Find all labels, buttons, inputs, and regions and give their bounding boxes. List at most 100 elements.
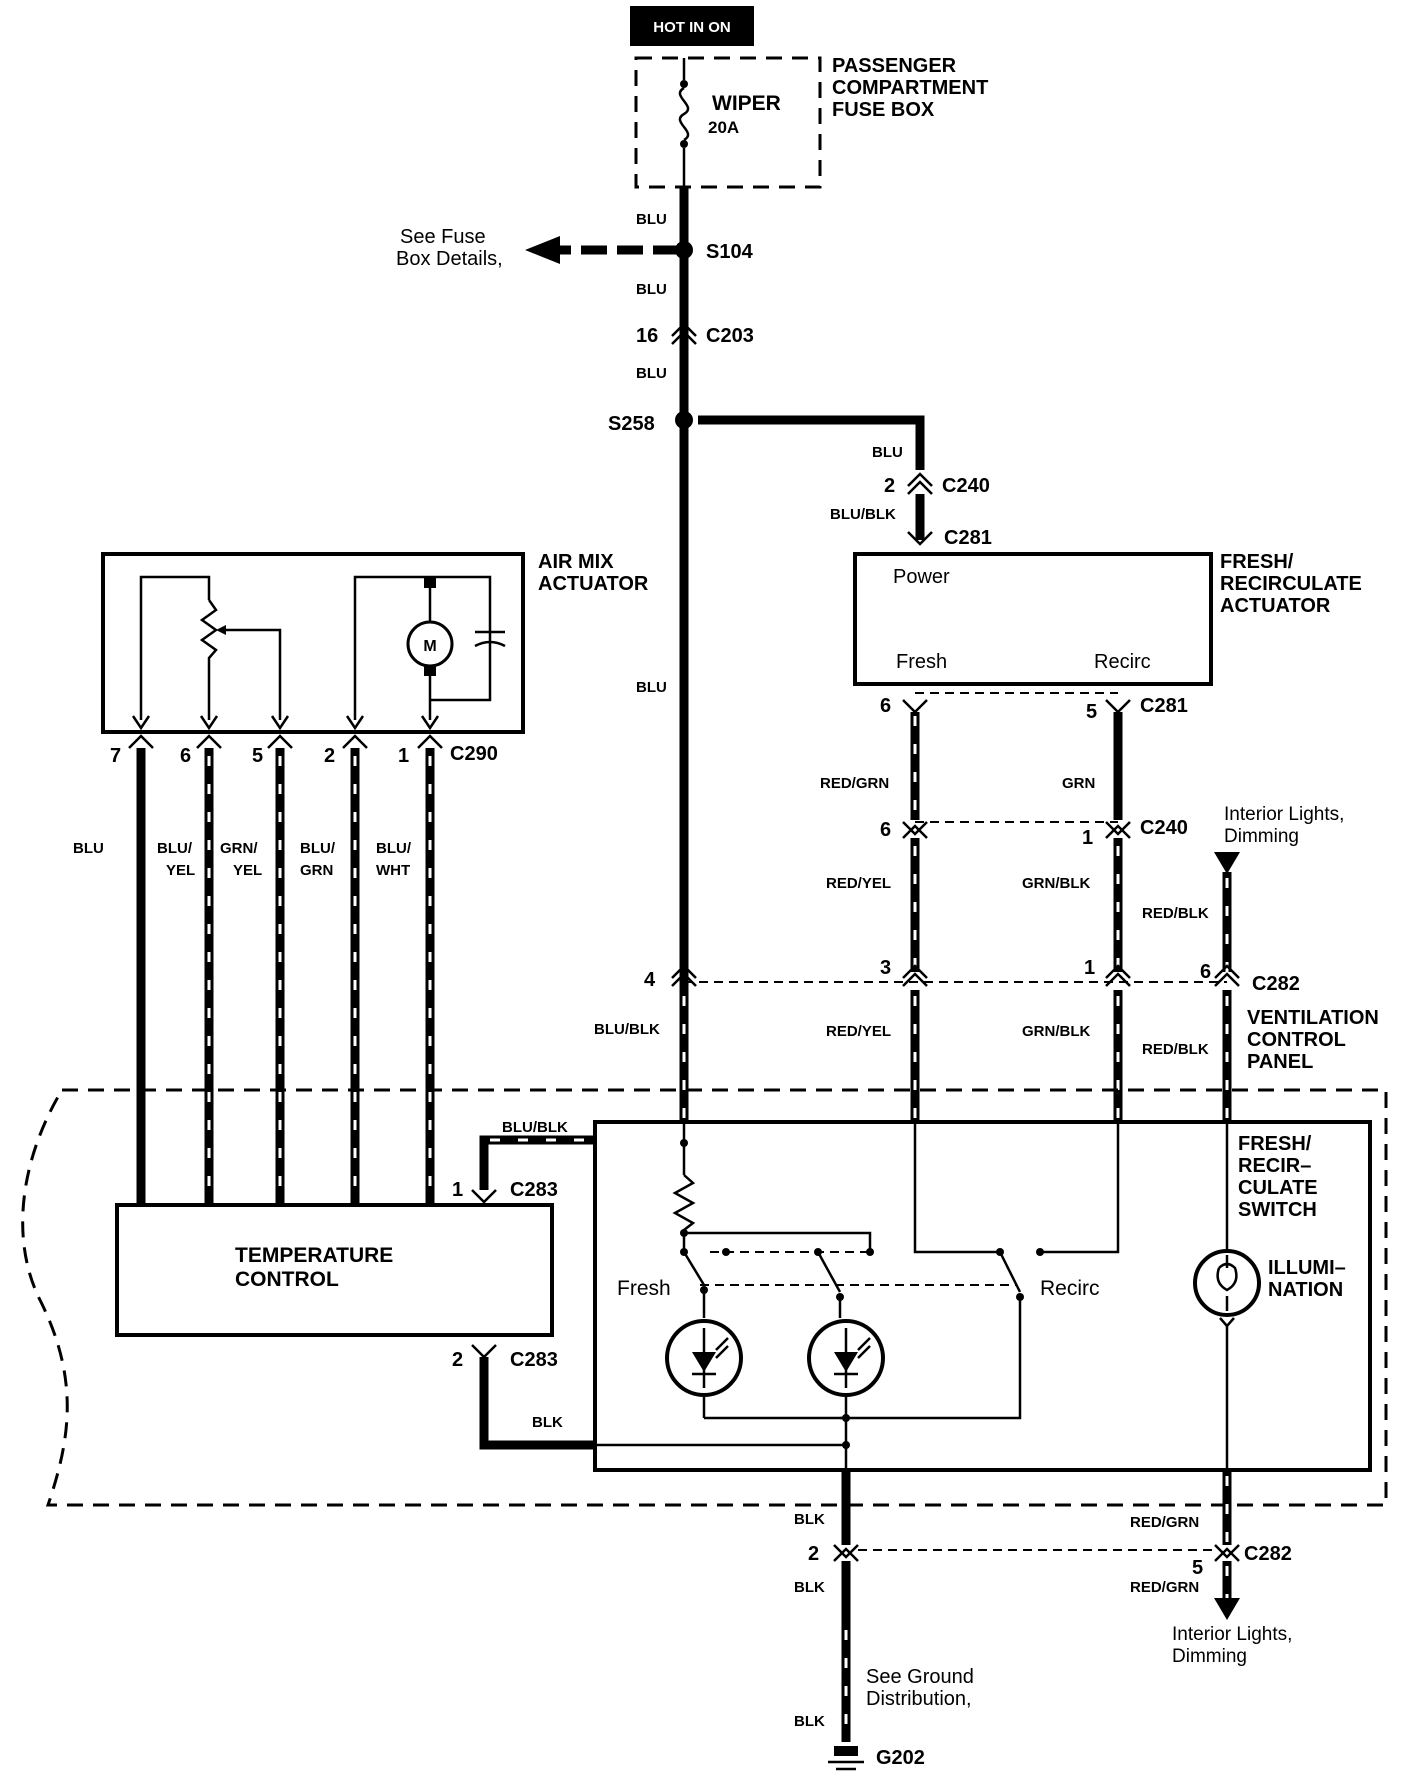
temperature-control-title-1: TEMPERATURE: [235, 1244, 393, 1267]
wire-label-blu-blk-3: BLU/BLK: [502, 1119, 568, 1136]
wire-label-blu-blk-2: BLU/BLK: [594, 1021, 660, 1038]
c240-middle-connector: [902, 821, 1131, 839]
temperature-control-box: [115, 1203, 554, 1337]
c281-recirc-pin: 5: [1086, 701, 1097, 723]
c290-wire-label-3b: YEL: [233, 862, 262, 879]
c283-bottom-label: C283: [510, 1349, 558, 1371]
c290-label: C290: [450, 743, 498, 765]
c283-bottom-pin: 2: [452, 1349, 463, 1371]
splice-s104-dot: [675, 241, 693, 259]
c290-pin-5: 5: [252, 745, 263, 767]
illumination-title-1: ILLUMI–: [1268, 1257, 1346, 1279]
c282-far-pin: 6: [1200, 961, 1211, 983]
fresh-recirc-switch-title-3: CULATE: [1238, 1177, 1318, 1199]
hot-in-on-label: HOT IN ON: [653, 19, 731, 36]
splice-s104-label: S104: [706, 241, 754, 263]
wire-label-blk-1: BLK: [532, 1414, 563, 1431]
splice-s258-dot: [675, 411, 693, 429]
fresh-recirc-actuator-box: [853, 552, 1213, 686]
ventilation-panel-title-1: VENTILATION: [1247, 1007, 1379, 1029]
wire-label-blu-3: BLU: [636, 365, 667, 382]
c240-middle-left-pin: 6: [880, 819, 891, 841]
fuse-box-title-3: FUSE BOX: [832, 99, 935, 121]
c282-bottom-right-pin: 5: [1192, 1557, 1203, 1579]
air-mix-title-1: AIR MIX: [538, 551, 614, 573]
c290-wire-label-1a: BLU: [73, 840, 104, 857]
c240-top-pin: 2: [884, 475, 895, 497]
c283-top-pin: 1: [452, 1179, 463, 1201]
c240-middle-right-pin: 1: [1082, 827, 1093, 849]
wire-label-blu-4: BLU: [872, 444, 903, 461]
fresh-recirc-switch-box: [593, 1120, 1372, 1472]
wire-label-red-yel-1: RED/YEL: [826, 875, 891, 892]
c282-connector: [671, 964, 1240, 987]
wire-label-blk-2: BLK: [794, 1511, 825, 1528]
air-mix-potentiometer: [199, 599, 219, 720]
c240-top-label: C240: [942, 475, 990, 497]
wire-label-red-grn-1: RED/GRN: [820, 775, 889, 792]
ground-distribution-2: Distribution,: [866, 1688, 972, 1710]
interior-lights-bottom-1: Interior Lights,: [1172, 1624, 1292, 1645]
c282-left-pin: 3: [880, 957, 891, 979]
fresh-recirc-switch-title-2: RECIR–: [1238, 1155, 1311, 1177]
c283-top-label: C283: [510, 1179, 558, 1201]
actuator-fresh-label: Fresh: [896, 651, 947, 673]
wire-label-blu-blk-1: BLU/BLK: [830, 506, 896, 523]
wire-label-grn-blk-2: GRN/BLK: [1022, 1023, 1090, 1040]
c290-pin-6: 6: [180, 745, 191, 767]
c203-connector: [671, 322, 697, 345]
c290-connector: [128, 734, 443, 749]
hot-in-on-badge: [630, 6, 754, 46]
ventilation-panel-title-2: CONTROL: [1247, 1029, 1346, 1051]
c290-pin-7: 7: [110, 745, 121, 767]
c282-bottom-connector: [833, 1544, 1240, 1562]
c282-right-pin: 1: [1084, 957, 1095, 979]
ground-distribution-1: See Ground: [866, 1666, 974, 1688]
wire-label-red-grn-3: RED/GRN: [1130, 1579, 1199, 1596]
interior-lights-bottom-2: Dimming: [1172, 1646, 1247, 1667]
c282-label: C282: [1252, 973, 1300, 995]
actuator-power-label: Power: [893, 566, 950, 588]
c281-bottom-label: C281: [1140, 695, 1188, 717]
wire-label-blu-main: BLU: [636, 679, 667, 696]
c281-top-label: C281: [944, 527, 992, 549]
air-mix-actuator-box: [101, 552, 525, 734]
ventilation-panel-outline: [21, 1088, 1388, 1507]
fuse-rating: 20A: [708, 118, 739, 137]
actuator-recirc-label: Recirc: [1094, 651, 1151, 673]
fuse-box-title-1: PASSENGER: [832, 55, 957, 77]
c282-main-pin: 4: [644, 969, 656, 991]
c290-wire-label-5b: WHT: [376, 862, 410, 879]
c282-bottom-left-pin: 2: [808, 1543, 819, 1565]
interior-lights-bottom-arrow: [1214, 1598, 1240, 1620]
wire-label-blu-2: BLU: [636, 281, 667, 298]
switch-fresh-label: Fresh: [617, 1277, 671, 1300]
fuse-symbol: [678, 86, 690, 142]
c290-wire-label-3a: GRN/: [220, 840, 258, 857]
interior-lights-top-arrow: [1214, 852, 1240, 874]
wire-label-grn-blk-1: GRN/BLK: [1022, 875, 1090, 892]
interior-lights-top-1: Interior Lights,: [1224, 804, 1344, 825]
fuse-details-arrow: [525, 236, 560, 264]
c281-fresh-pin: 6: [880, 695, 891, 717]
switch-recirc-label: Recirc: [1040, 1277, 1100, 1300]
illumination-title-2: NATION: [1268, 1279, 1343, 1301]
fresh-recirc-switch-title-1: FRESH/: [1238, 1133, 1312, 1155]
c240-top-connector: [907, 472, 933, 495]
wire-label-grn: GRN: [1062, 775, 1095, 792]
switch-resistor: [672, 1174, 696, 1252]
wire-label-blk-4: BLK: [794, 1713, 825, 1730]
illumination-bulb: [1193, 1249, 1261, 1317]
fresh-recirc-actuator-title-2: RECIRCULATE: [1220, 573, 1362, 595]
c240-middle-label: C240: [1140, 817, 1188, 839]
wire-label-red-blk-2: RED/BLK: [1142, 1041, 1209, 1058]
c283-top-connector: [471, 1189, 497, 1204]
c281-top-connector: [907, 531, 933, 546]
ground-label: G202: [876, 1747, 925, 1769]
air-mix-motor-label: M: [423, 638, 436, 655]
ground-symbol: [834, 1746, 858, 1756]
wire-label-red-yel-2: RED/YEL: [826, 1023, 891, 1040]
interior-lights-top-2: Dimming: [1224, 826, 1299, 847]
fresh-recirc-switch-title-4: SWITCH: [1238, 1199, 1317, 1221]
